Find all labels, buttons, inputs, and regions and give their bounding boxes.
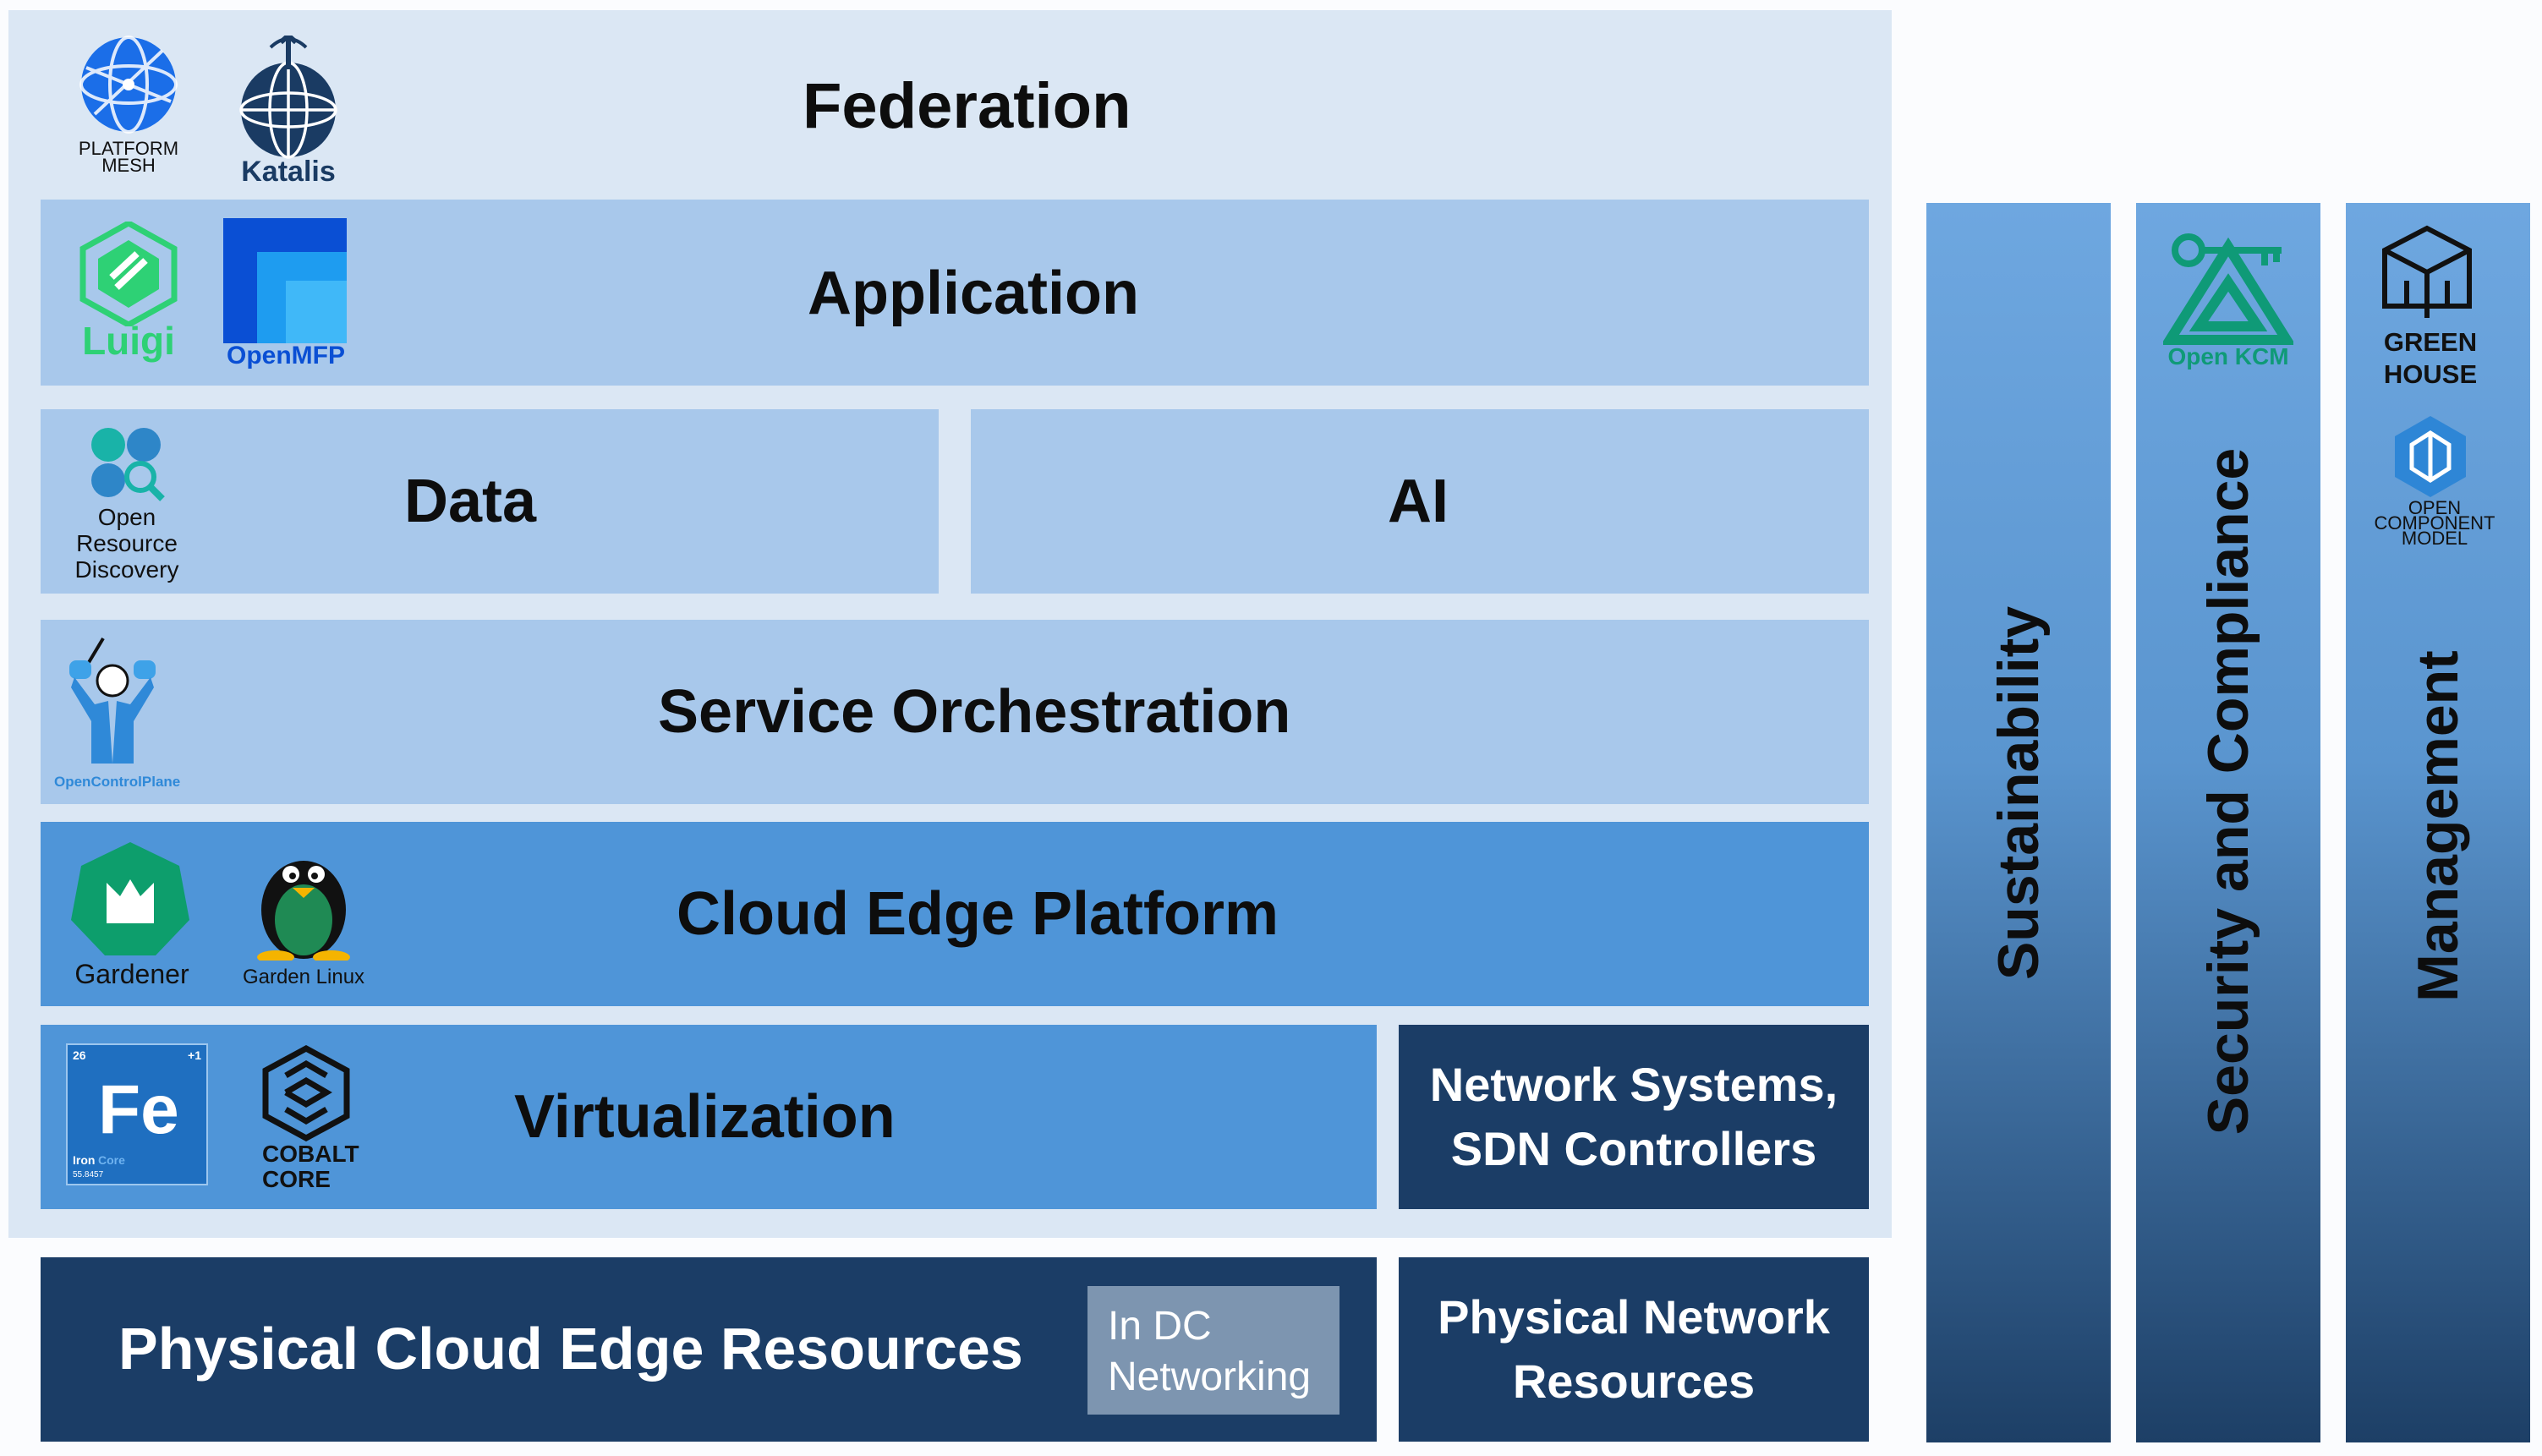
federation-title: Federation [803,70,1131,142]
service-orchestration-layer: Service Orchestration OpenControlPlane [41,620,1869,804]
sustainability-pillar: Sustainability [1926,203,2111,1442]
in-dc-networking-label: In DC Networking [1108,1304,1312,1399]
platform-mesh-icon [79,36,178,134]
ironcore-tile: 26 +1 Fe Iron Core 55.8457 [66,1043,208,1185]
management-pillar: GREEN HOUSE OPEN COMPONENT MODEL Managem… [2346,203,2530,1442]
virtualization-title: Virtualization [514,1083,896,1151]
application-title: Application [808,260,1139,327]
ironcore-symbol: Fe [98,1071,179,1148]
ironcore-mass: 55.8457 [73,1170,104,1180]
open-kcm-icon [2163,233,2293,345]
luigi-label: Luigi [82,319,175,363]
opencontrolplane-icon [69,637,156,764]
physical-network-title: Physical Network Resources [1438,1290,1830,1408]
virtualization-layer: Virtualization 26 +1 Fe Iron Core 55.845… [41,1025,1377,1209]
openmfp-label: OpenMFP [227,342,345,369]
ironcore-charge: +1 [188,1048,201,1062]
garden-linux-icon [257,861,350,961]
network-systems-layer: Network Systems, SDN Controllers [1399,1025,1869,1209]
katalis-icon [239,36,337,159]
sustainability-title: Sustainability [1986,605,2051,981]
physical-resources-title: Physical Cloud Edge Resources [118,1316,1023,1382]
cloud-edge-platform-layer: Cloud Edge Platform Gardener Garden Linu… [41,822,1869,1006]
open-resource-discovery-label: Open Resource Discovery [74,504,179,583]
gardener-icon [71,842,189,955]
data-title: Data [404,468,537,535]
cloud-edge-platform-title: Cloud Edge Platform [677,880,1279,948]
open-component-model-label: OPEN COMPONENT MODEL [2374,497,2495,549]
open-component-model-icon [2395,416,2466,497]
open-kcm-label: Open KCM [2167,343,2289,369]
physical-resources-layer: Physical Cloud Edge Resources In DC Netw… [41,1257,1377,1442]
data-layer: Data Open Resource Discovery [41,409,939,594]
greenhouse-label: GREEN HOUSE [2383,327,2478,389]
luigi-icon [79,222,178,326]
cobaltcore-label: COBALT CORE [262,1141,359,1192]
cobaltcore-icon [262,1045,350,1141]
application-layer: Application Luigi OpenMFP [41,200,1869,386]
opencontrolplane-label: OpenControlPlane [54,774,181,790]
gardener-label: Gardener [74,959,189,989]
security-title: Security and Compliance [2196,447,2260,1136]
management-title: Management [2406,650,2470,1002]
openmfp-icon [223,218,347,343]
ironcore-number: 26 [73,1048,86,1062]
ironcore-name-b: Core [98,1153,125,1167]
platform-mesh-label: PLATFORM MESH [78,138,179,176]
ai-title: AI [1388,468,1449,535]
ironcore-name-a: Iron [73,1153,96,1167]
security-pillar: Open KCM Security and Compliance [2136,203,2320,1442]
open-resource-discovery-icon [91,428,165,501]
in-dc-networking-box: In DC Networking [1087,1286,1339,1415]
ai-layer: AI [971,409,1869,594]
network-systems-title: Network Systems, SDN Controllers [1429,1058,1838,1175]
greenhouse-icon [2382,225,2472,318]
garden-linux-label: Garden Linux [242,966,365,988]
physical-network-layer: Physical Network Resources [1399,1257,1869,1442]
service-orchestration-title: Service Orchestration [658,678,1291,746]
katalis-label: Katalis [241,156,336,188]
